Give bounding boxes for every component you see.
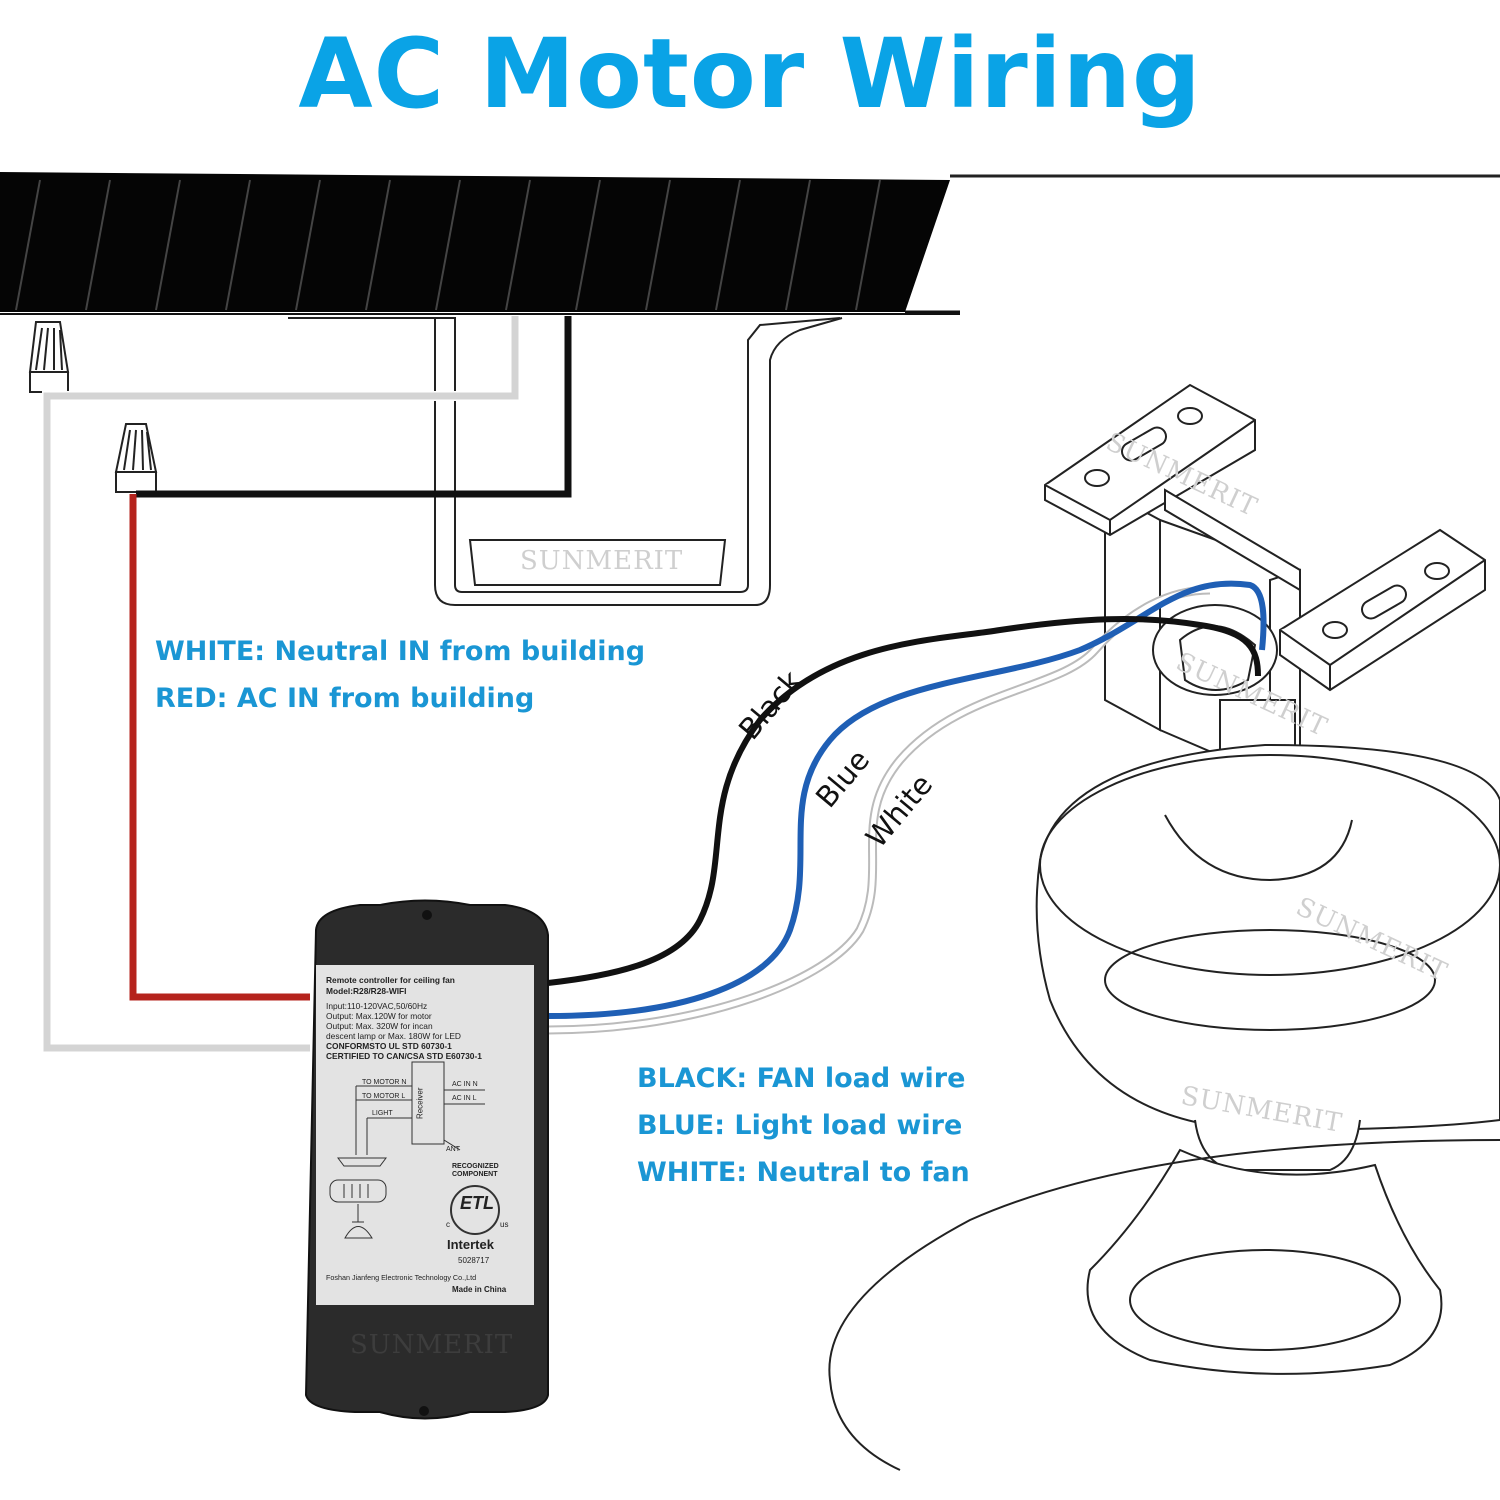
wire-black-supply: [136, 316, 572, 498]
etl-mark: ETL: [460, 1193, 494, 1213]
receiver-spec-csa: CERTIFIED TO CAN/CSA STD E60730-1: [326, 1051, 482, 1061]
receiver-spec-lamp: Output: Max. 320W for incan: [326, 1021, 433, 1031]
watermark: SUNMERIT: [350, 1330, 514, 1360]
wire-blue-load: [547, 580, 1267, 1019]
receiver-ac-in-l: AC IN L: [452, 1095, 477, 1102]
receiver-label-model: Model:R28/R28-WIFI: [326, 986, 407, 996]
receiver-label-title: Remote controller for ceiling fan: [326, 975, 455, 985]
note-white-neutral-fan: WHITE: Neutral to fan: [637, 1157, 970, 1188]
etl-c: c: [446, 1220, 450, 1229]
made-in-text: Made in China: [452, 1285, 507, 1294]
cert-number: 5028717: [458, 1256, 490, 1265]
note-red-ac-in: RED: AC IN from building: [155, 683, 535, 714]
note-blue-light-load: BLUE: Light load wire: [637, 1110, 963, 1141]
receiver-spec-motor: Output: Max.120W for motor: [326, 1011, 432, 1021]
receiver-ac-in-n: AC IN N: [452, 1081, 478, 1088]
receiver-to-motor-l: TO MOTOR L: [362, 1093, 406, 1100]
fan-mount-drawing: [1035, 383, 1500, 1375]
etl-us: us: [500, 1220, 509, 1229]
fan-blade-outline: [828, 1139, 1500, 1471]
intertek-text: Intertek: [447, 1237, 494, 1252]
junction-box: [288, 317, 843, 606]
receiver-ant: ANT: [446, 1146, 460, 1153]
wire-black-load: [547, 615, 1261, 986]
wire-red-supply: [129, 494, 310, 1001]
receiver-spec-led: descent lamp or Max. 180W for LED: [326, 1031, 461, 1041]
note-black-fan-load: BLACK: FAN load wire: [637, 1063, 966, 1094]
manufacturer-text: Foshan Jianfeng Electronic Technology Co…: [326, 1273, 477, 1282]
receiver-label-panel: [316, 965, 534, 1305]
receiver-component: COMPONENT: [452, 1171, 498, 1178]
note-white-neutral-in: WHITE: Neutral IN from building: [155, 636, 646, 667]
wire-nut-red: [114, 423, 158, 493]
wire-nut-white: [28, 321, 70, 393]
receiver-to-motor-n: TO MOTOR N: [362, 1079, 407, 1086]
receiver-spec-ul: CONFORMSTO UL STD 60730-1: [326, 1041, 452, 1051]
watermark: SUNMERIT: [520, 546, 684, 576]
receiver-spec-input: Input:110-120VAC,50/60Hz: [326, 1001, 428, 1011]
ceiling-hatching: [15, 179, 881, 311]
ceiling-slab: [0, 172, 950, 312]
receiver-recognized: RECOGNIZED: [452, 1163, 499, 1170]
page-title: AC Motor Wiring: [298, 18, 1202, 130]
receiver-light: LIGHT: [372, 1110, 393, 1117]
receiver-module-label: Receiver: [415, 1087, 425, 1120]
receiver-box: [304, 899, 549, 1420]
